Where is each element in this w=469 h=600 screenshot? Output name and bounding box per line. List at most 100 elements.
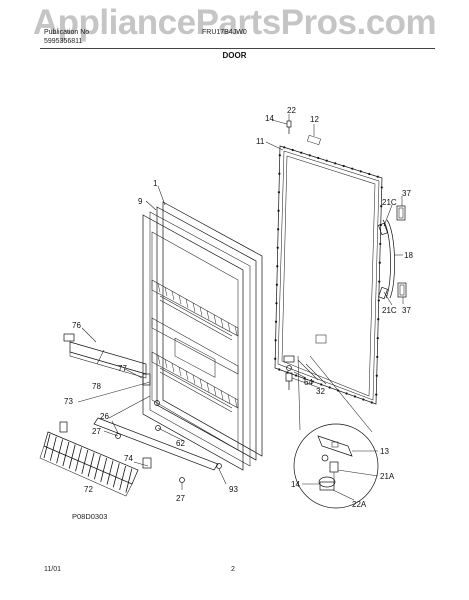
- callout-18: 18: [404, 251, 413, 260]
- basket-wires: [43, 433, 133, 493]
- screw-hole: [274, 339, 277, 342]
- callout-12: 12: [310, 115, 319, 124]
- screw-hole: [353, 395, 357, 398]
- screw-hole: [300, 151, 303, 154]
- basket-wire: [125, 468, 133, 493]
- callout-1: 1: [153, 179, 158, 188]
- shelf-wire: [227, 322, 231, 332]
- callout-11: 11: [256, 137, 265, 146]
- watermark-logo: AppliancePartsPros.com: [32, 3, 437, 42]
- rack-end-cap: [63, 333, 75, 342]
- callout-26: 26: [100, 412, 109, 421]
- callout-9: 9: [138, 197, 143, 206]
- shelf-wire: [227, 394, 231, 404]
- publication-number: 5995356811: [44, 38, 83, 45]
- panel-bracket: [315, 334, 327, 344]
- screw-hole: [317, 156, 320, 160]
- callout-74: 74: [124, 454, 133, 463]
- screw-hole: [311, 380, 314, 383]
- basket-wire: [62, 441, 70, 467]
- shelf-wire: [171, 291, 175, 301]
- screw-hole: [351, 167, 354, 170]
- shelf-wire: [164, 287, 168, 297]
- screw-hole: [334, 162, 337, 165]
- shelf-wire: [178, 367, 182, 377]
- callout-37-top: 37: [402, 189, 411, 198]
- screw-hole: [277, 191, 281, 194]
- basket-wire: [112, 463, 120, 488]
- shelf-wire-grid: [157, 283, 238, 408]
- screw-hole: [308, 154, 311, 157]
- screw-hole: [376, 175, 379, 178]
- panel-screw-holes: [274, 146, 383, 404]
- callout-27-upper: 27: [92, 427, 101, 436]
- screw-hole: [376, 336, 379, 340]
- callout-14-detail: 14: [291, 480, 300, 489]
- shelf-wire: [199, 306, 203, 316]
- shelf-wire: [234, 326, 238, 336]
- shelf-wire: [192, 374, 196, 384]
- outer-door-panel: [274, 134, 383, 405]
- callout-32: 32: [316, 387, 325, 396]
- basket-wire: [106, 460, 114, 485]
- basket-rail: [93, 417, 219, 471]
- rack-end-clip: [142, 373, 151, 386]
- callout-77: 77: [118, 364, 127, 373]
- hinge-parts: [283, 355, 327, 390]
- callout-21c-bottom: 21C: [382, 306, 397, 315]
- screw-hole: [362, 398, 365, 401]
- callout-21c-top: 21C: [382, 198, 397, 207]
- diagram-code: P08D0303: [72, 512, 108, 521]
- screw-hole: [303, 377, 306, 380]
- callout-14-top: 14: [265, 114, 274, 123]
- screw-hole: [320, 383, 323, 386]
- footer-date: 11/01: [44, 566, 61, 573]
- door-handle: [378, 205, 407, 300]
- door-badge: [307, 134, 321, 146]
- callout-62: 62: [176, 439, 185, 448]
- basket-clip-left: [59, 421, 68, 433]
- screw-hole: [278, 368, 281, 371]
- screw-hole: [276, 246, 279, 249]
- callout-27-lower: 27: [176, 494, 185, 503]
- screw-hole: [380, 205, 383, 208]
- basket-wire: [68, 444, 76, 469]
- door-liner-assembly: [142, 201, 263, 471]
- callout-21a: 21A: [380, 472, 395, 481]
- basket-wire: [43, 433, 51, 459]
- callout-76: 76: [72, 321, 81, 330]
- screw-22: [286, 120, 292, 134]
- screw-hole: [368, 172, 371, 176]
- screw-hole: [377, 299, 380, 302]
- screw-hole: [342, 164, 345, 168]
- screw-hole: [328, 386, 331, 389]
- basket-wire: [94, 455, 101, 480]
- shelf-wire: [206, 310, 210, 320]
- basket-clip-right: [142, 457, 152, 469]
- shelf-wire: [220, 318, 224, 328]
- small-screws: [115, 400, 222, 483]
- shelf-wire: [157, 283, 161, 293]
- screw-hole: [378, 280, 381, 283]
- callout-13: 13: [380, 447, 389, 456]
- shelf-wire: [178, 295, 182, 305]
- basket-wire: [119, 465, 126, 491]
- callout-73: 73: [64, 397, 73, 406]
- screw-hole: [376, 355, 379, 359]
- screw-hole: [275, 283, 278, 286]
- screw-hole: [277, 209, 280, 212]
- shelf-wire: [206, 382, 210, 392]
- basket-wire: [100, 457, 108, 483]
- leader-lines: [77, 114, 404, 501]
- basket-wire: [87, 452, 95, 477]
- callout-78: 78: [92, 382, 101, 391]
- screw-hole: [278, 154, 281, 157]
- screw-hole: [274, 320, 278, 323]
- screw-hole: [277, 228, 280, 231]
- screw-hole: [325, 159, 328, 162]
- screw-hole: [345, 392, 348, 395]
- screw-hole: [291, 148, 294, 152]
- door-shelves: [151, 279, 239, 413]
- shelf-wire: [234, 398, 238, 408]
